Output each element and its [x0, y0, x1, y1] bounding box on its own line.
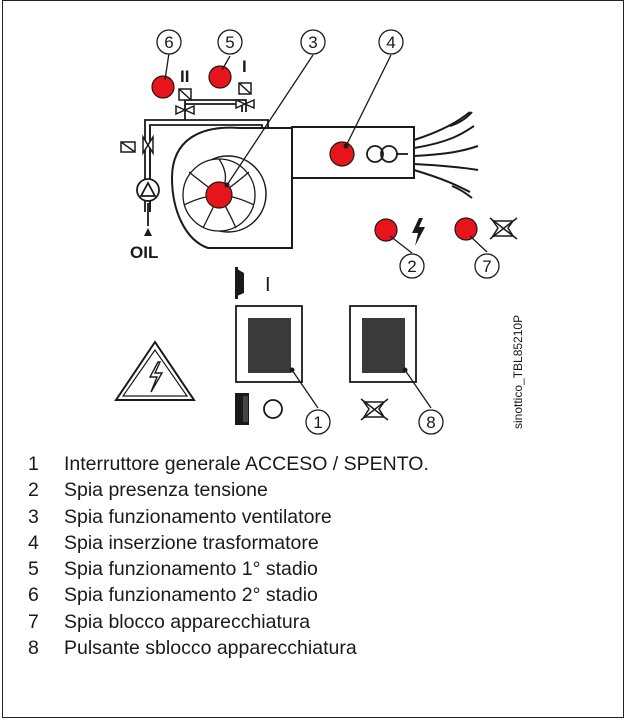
oil-label: OIL: [130, 243, 158, 262]
callout-1: 1: [313, 413, 322, 432]
callout-3: 3: [308, 33, 317, 52]
callout-numbers: 6 5 3 4 2 7 1 8: [164, 33, 491, 432]
switch-icon: [235, 267, 249, 425]
pump-icon: [136, 178, 160, 226]
lockout-icon: [489, 217, 518, 240]
lamp-voltage: [374, 218, 398, 242]
stage-one-label: I: [242, 57, 247, 76]
callout-4: 4: [386, 33, 395, 52]
valve-icon: [120, 82, 255, 156]
lamp-stage-one: [208, 65, 232, 89]
oil-arrow-icon: [144, 228, 152, 236]
callout-circles: [156, 29, 500, 435]
lamp-lockout: [454, 217, 478, 241]
callout-2: 2: [407, 257, 416, 276]
indicator-lamps: [151, 65, 478, 242]
switch-off-symbol: [263, 399, 283, 419]
stage-two-label: II: [180, 67, 189, 86]
transformer-icon: [366, 145, 408, 163]
lamp-fan: [205, 181, 233, 209]
callout-6: 6: [164, 33, 173, 52]
lamp-transformer: [329, 141, 355, 167]
switch-on-symbol: I: [265, 274, 271, 296]
warning-triangle-icon: [114, 340, 196, 401]
callout-5: 5: [225, 33, 234, 52]
leader-lines: [164, 52, 488, 409]
lockout-reset-icon: [360, 398, 389, 421]
leader-dots: [224, 143, 408, 373]
callout-8: 8: [426, 413, 435, 432]
callout-7: 7: [482, 257, 491, 276]
lamp-stage-two: [151, 75, 175, 99]
flame-icon: [413, 111, 479, 199]
voltage-icon: [412, 218, 425, 246]
diagram-code: sinottico_TBL85210P: [511, 315, 525, 429]
